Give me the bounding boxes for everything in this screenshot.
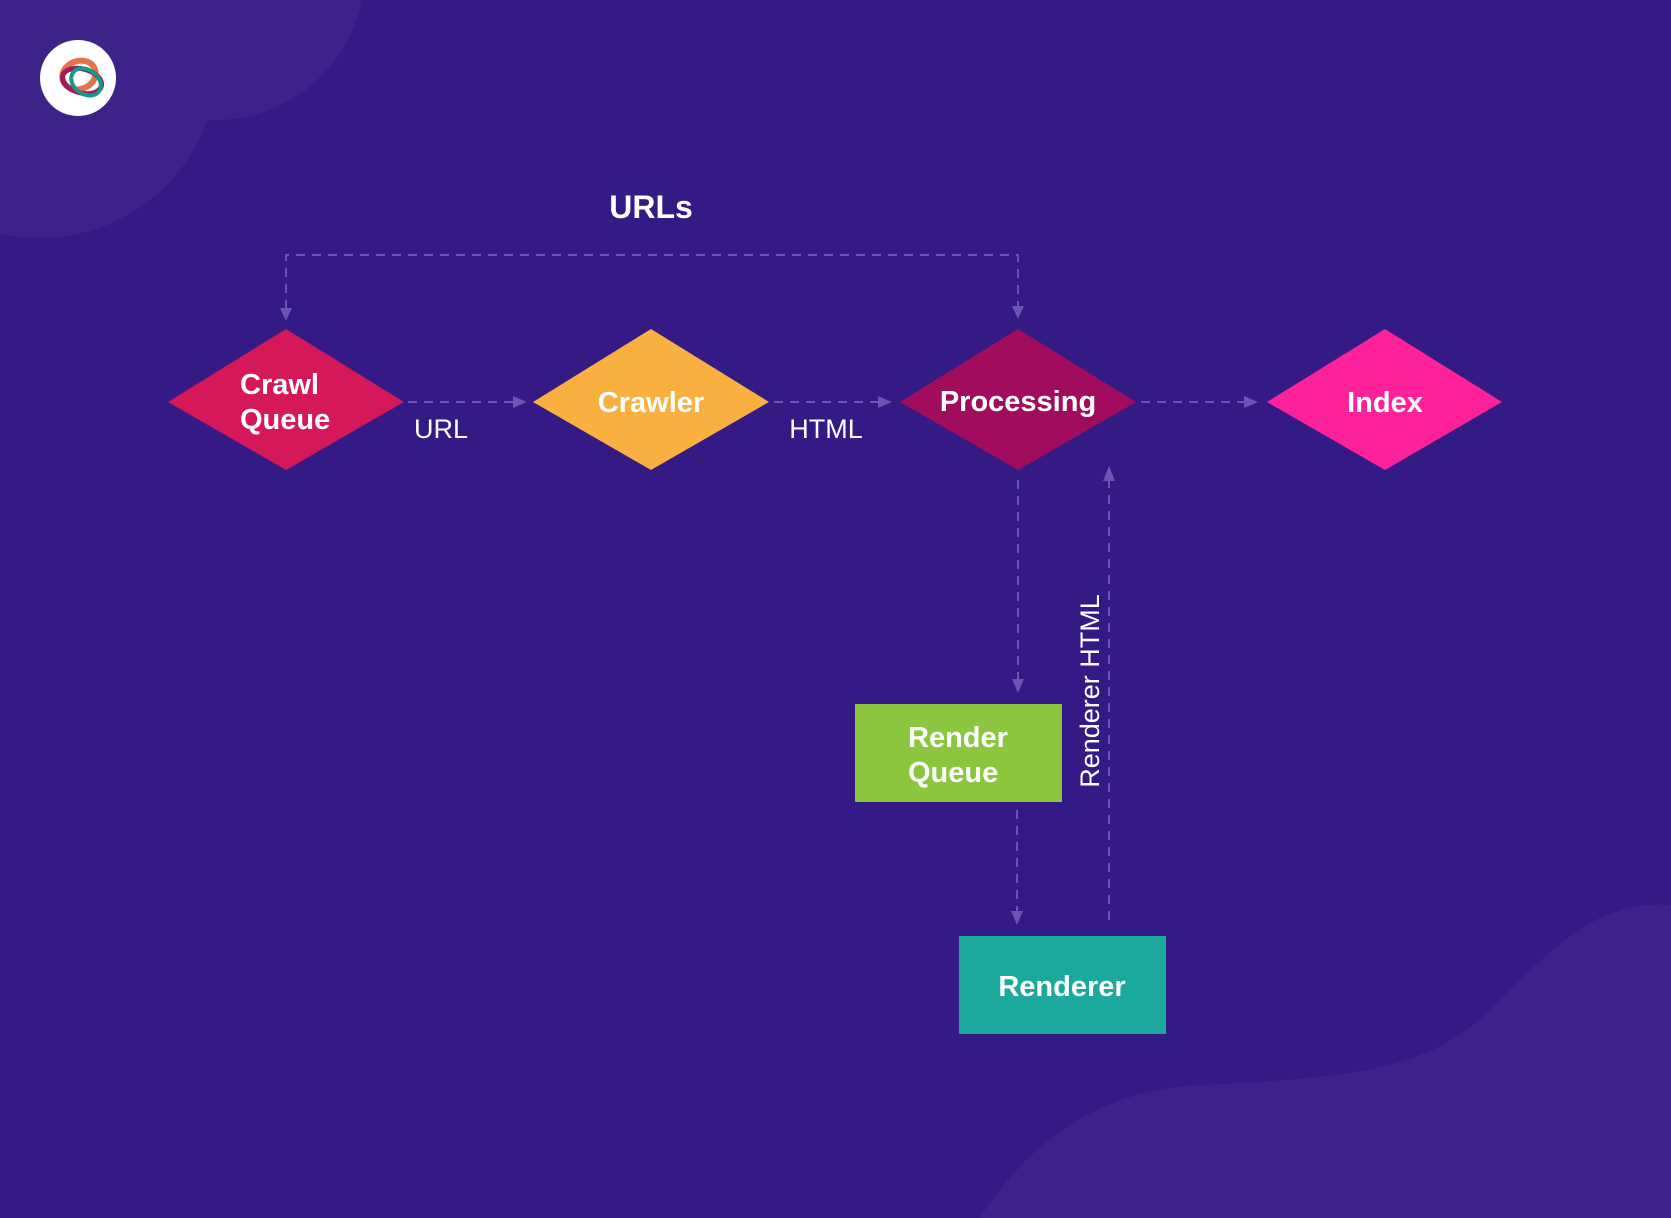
renderer-label: Renderer — [998, 971, 1125, 1003]
background-wave — [980, 904, 1671, 1218]
crawl-queue-label-line1: Crawl — [240, 369, 319, 401]
node-index[interactable]: Index — [1267, 329, 1502, 470]
render-queue-label-line1: Render — [908, 722, 1008, 754]
crawl-queue-label-line2: Queue — [240, 404, 330, 436]
edge-label-renderer-html: Renderer HTML — [1075, 594, 1105, 788]
edges — [280, 254, 1258, 925]
arrowhead-to-renderer — [1011, 911, 1023, 925]
arrowhead-to-index — [1244, 396, 1258, 408]
edge-urls-loop — [285, 254, 1019, 310]
crawler-label: Crawler — [598, 387, 704, 419]
edge-label-urls: URLs — [609, 189, 693, 225]
arrowhead-to-processing — [878, 396, 892, 408]
edge-label-html: HTML — [789, 414, 863, 444]
node-crawler[interactable]: Crawler — [533, 329, 769, 470]
arrowhead-to-crawler — [513, 396, 527, 408]
arrowhead-to-crawl-queue — [280, 308, 292, 321]
renderer-box — [959, 936, 1166, 1034]
node-crawl-queue[interactable]: Crawl Queue — [168, 329, 404, 470]
crawler-diamond — [533, 329, 769, 470]
node-renderer[interactable]: Renderer — [959, 936, 1166, 1034]
processing-label: Processing — [940, 386, 1096, 418]
logo-badge — [40, 40, 116, 116]
render-queue-box — [855, 704, 1062, 802]
crawl-queue-diamond — [168, 329, 404, 470]
node-processing[interactable]: Processing — [900, 329, 1136, 470]
background-circle-top — [68, 0, 362, 120]
render-queue-label-line2: Queue — [908, 757, 998, 789]
edge-label-url: URL — [414, 414, 468, 444]
brand-ring-logo-icon — [59, 57, 105, 98]
node-render-queue[interactable]: Render Queue — [855, 704, 1062, 802]
index-label: Index — [1347, 387, 1423, 419]
arrowhead-to-processing-top — [1012, 306, 1024, 319]
brand-logo[interactable] — [40, 40, 116, 116]
arrowhead-to-render-queue — [1012, 679, 1024, 693]
arrowhead-to-processing-bottom — [1103, 466, 1115, 481]
processing-diamond — [900, 329, 1136, 470]
index-diamond — [1267, 329, 1502, 470]
